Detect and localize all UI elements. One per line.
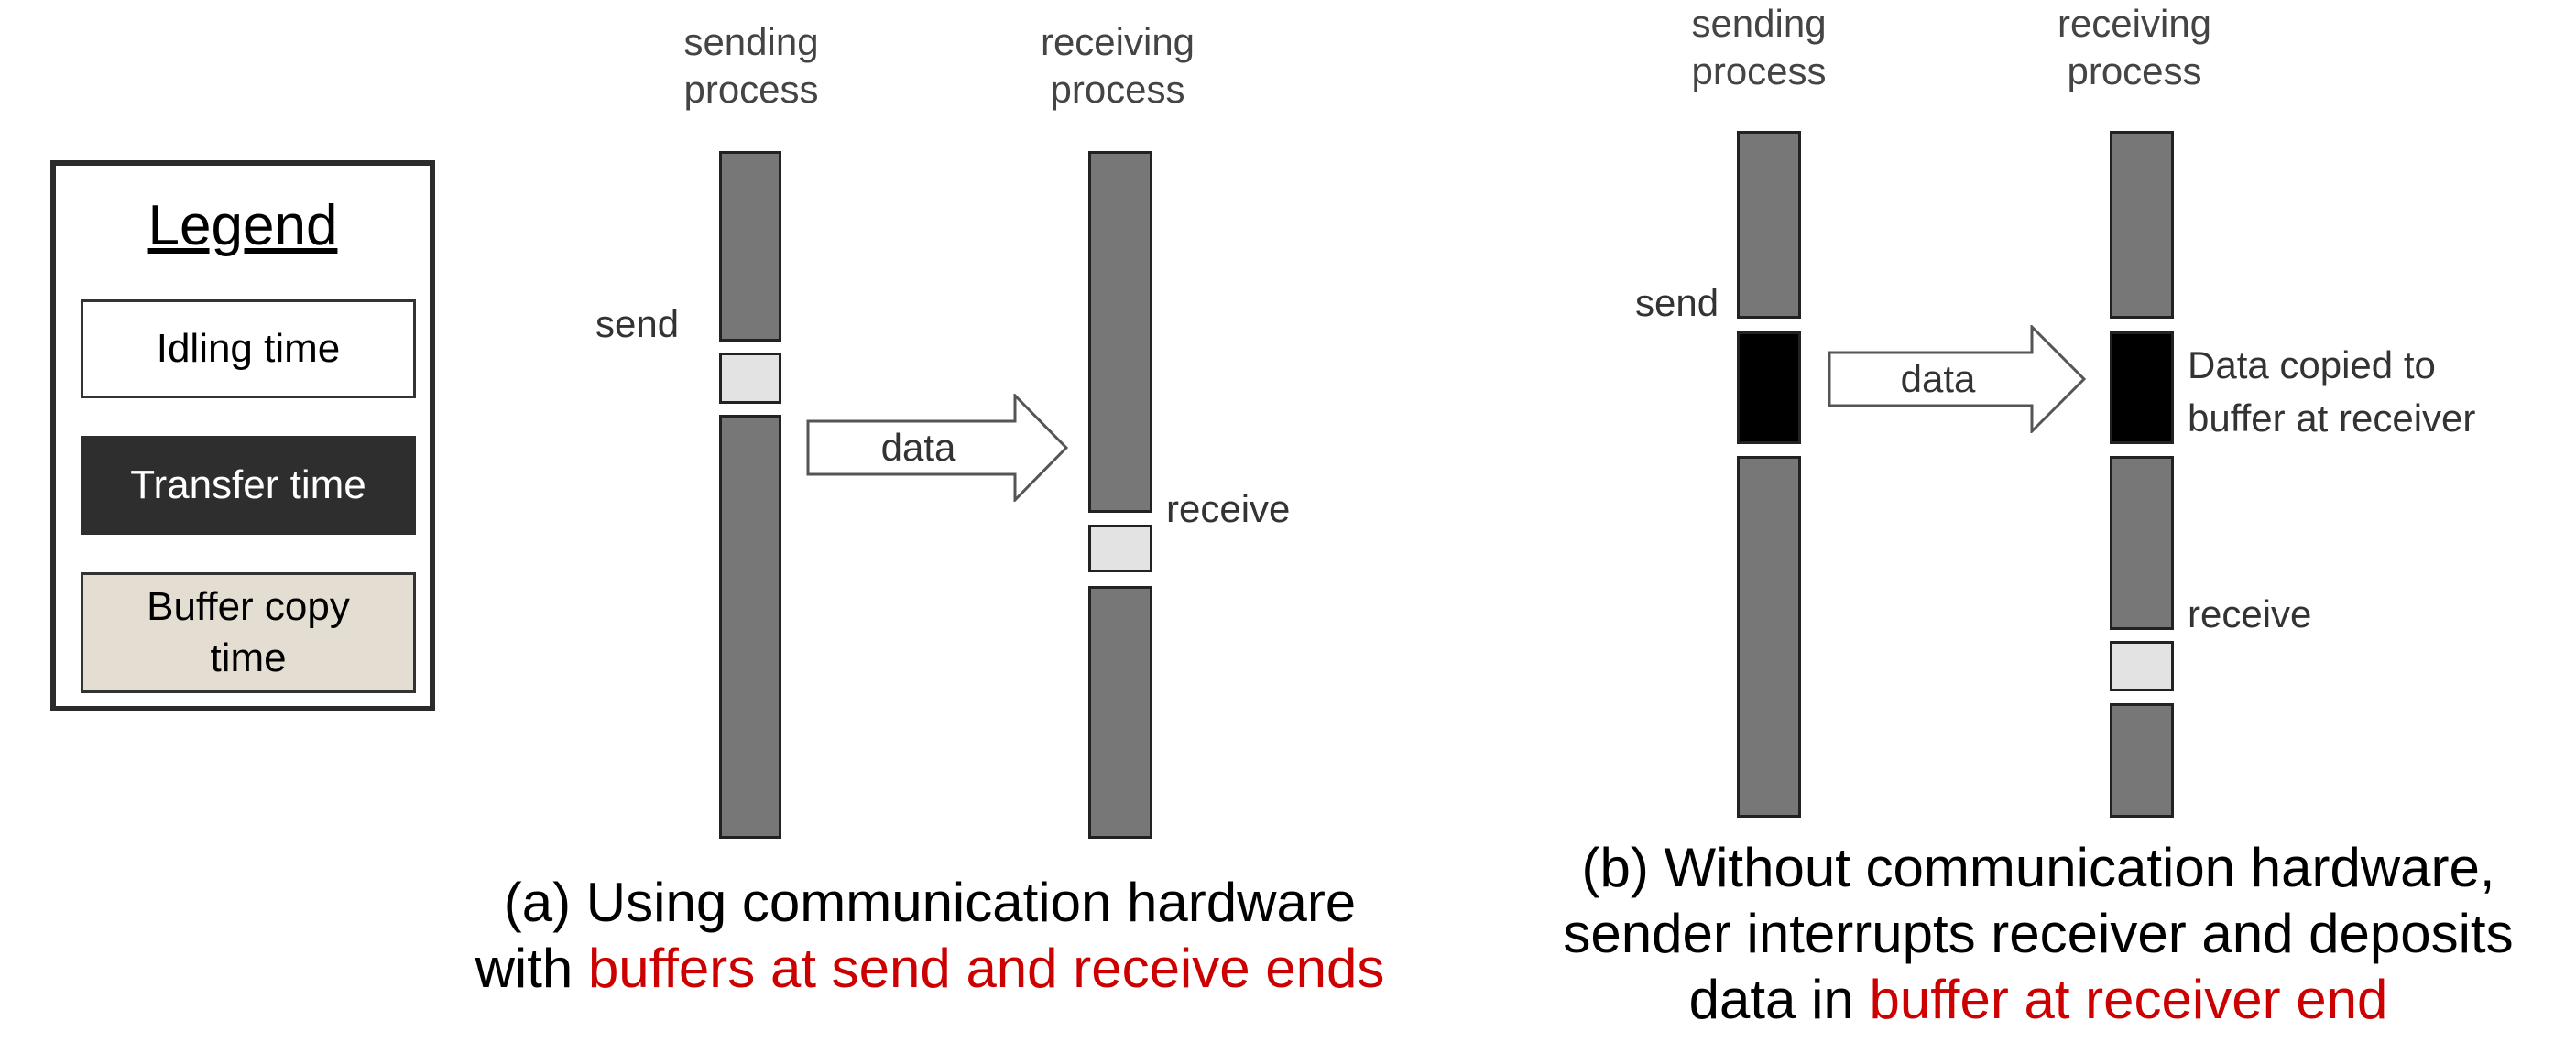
panel-a-receiver-bar-top (1088, 151, 1152, 513)
panel-b-caption-prefix: data in (1688, 969, 1870, 1030)
panel-b-sending-process-label: sending process (1691, 2, 1827, 92)
panel-b-receiver-bar-middle (2110, 456, 2174, 630)
panel-b-receiver-bar-bottom (2110, 703, 2174, 818)
panel-b-sender-bar-top (1737, 131, 1801, 319)
panel-b-receiving-process-label: receiving process (2057, 2, 2212, 92)
panel-a-receive-label: receive (1166, 487, 1291, 530)
legend-buffer-label: Buffer copy time (147, 584, 350, 680)
panel-b-receiver-transfer-block (2110, 331, 2174, 444)
panel-a-sender-bar-bottom (719, 415, 781, 839)
panel-a-sender-bar-top (719, 151, 781, 342)
panel-b-data-copied-note: Data copied to buffer at receiver (2188, 343, 2476, 440)
legend: Legend Idling time Transfer time Buffer … (50, 160, 435, 711)
panel-a-data-arrow (806, 394, 1069, 502)
panel-b-caption-line1: (b) Without communication hardware, (1581, 837, 2495, 898)
legend-transfer-swatch: Transfer time (81, 436, 416, 535)
panel-a-receiver-bar-bottom (1088, 586, 1152, 839)
panel-b-receive-label: receive (2188, 592, 2312, 635)
panel-a-caption-line1: (a) Using communication hardware (503, 872, 1357, 933)
panel-a-sending-process-label: sending process (683, 20, 819, 111)
panel-b-send-label: send (1635, 281, 1719, 324)
panel-b-receiver-idle-block (2110, 641, 2174, 691)
panel-b-sender-transfer-block (1737, 331, 1801, 444)
panel-a-receiver-idle-block (1088, 525, 1152, 572)
panel-b-data-arrow (1828, 325, 2087, 433)
panel-a-data-label: data (880, 426, 956, 469)
panel-b-caption-highlight: buffer at receiver end (1869, 969, 2388, 1030)
panel-a-send-label: send (595, 302, 680, 345)
panel-b-caption-line2: sender interrupts receiver and deposits (1563, 903, 2514, 964)
legend-idle-label: Idling time (156, 326, 341, 371)
panel-b-caption-line3: data in buffer at receiver end (1521, 967, 2556, 1033)
legend-transfer-label: Transfer time (130, 462, 366, 507)
panel-b-receiver-bar-top (2110, 131, 2174, 319)
legend-buffer-swatch: Buffer copy time (81, 572, 416, 693)
panel-b-data-label: data (1900, 357, 1976, 400)
legend-idle-swatch: Idling time (81, 299, 416, 398)
panel-a-sender-idle-block (719, 353, 781, 404)
panel-a-caption-prefix: with (475, 938, 588, 999)
panel-b-sender-bar-bottom (1737, 456, 1801, 818)
panel-a-receiving-process-label: receiving process (1040, 20, 1195, 111)
legend-title: Legend (147, 194, 338, 257)
panel-a-caption-line2: with buffers at send and receive ends (449, 936, 1411, 1002)
panel-a-caption-highlight: buffers at send and receive ends (587, 938, 1385, 999)
